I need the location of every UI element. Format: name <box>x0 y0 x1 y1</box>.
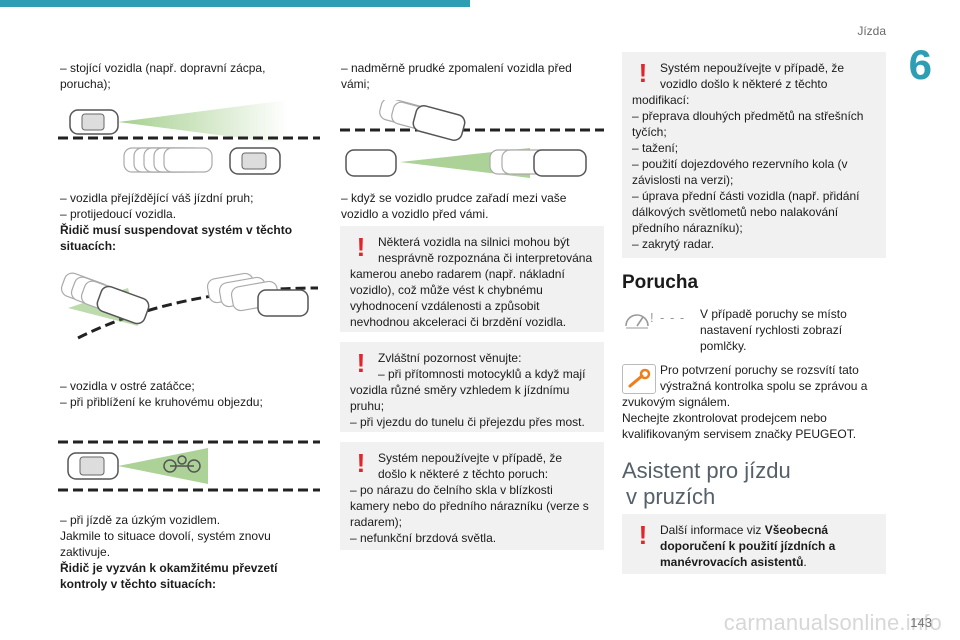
middle-text-2: – když se vozidlo prudce zařadí mezi vaš… <box>341 191 567 221</box>
warning-icon: ! <box>638 58 648 88</box>
warning-note-misinterpretation: ! Některá vozidla na silnici mohou být n… <box>340 226 604 332</box>
section-heading-poruch: Porucha <box>622 272 699 293</box>
warning-icon: ! <box>638 520 648 550</box>
left-text-2: – vozidla přejíždějící váš jízdní pruh; … <box>60 191 293 253</box>
wrench-icon <box>622 364 656 394</box>
page-header-title: Jízda <box>857 24 886 38</box>
warning-note-faults: ! Systém nepoužívejte v případě, že došl… <box>340 442 604 550</box>
figure-stationary-vehicles <box>58 100 320 175</box>
figure-narrow-vehicle <box>58 440 320 492</box>
figure-sudden-braking <box>340 100 604 178</box>
warning-note-attention: ! Zvláštní pozornost věnujte: – při přít… <box>340 342 604 432</box>
speedometer-fault-icon: ! - - - <box>622 308 688 332</box>
warning-icon: ! <box>356 448 366 478</box>
info-note-general-recommendations: ! Další informace viz Všeobecná doporuče… <box>622 514 886 574</box>
poruch-text-1: V případě poruchy se místo nastavení ryc… <box>700 307 847 353</box>
warning-note-modifications: ! Systém nepoužívejte v případě, že vozi… <box>622 52 886 258</box>
page-number: 143 <box>910 615 932 630</box>
watermark-text: carmanualsonline.info <box>723 610 942 635</box>
chapter-number: 6 <box>908 41 932 88</box>
warning-icon: ! <box>356 348 366 378</box>
section-heading-asistent: Asistent pro jízdu v pruzích <box>622 458 791 509</box>
top-accent-bar <box>0 0 470 7</box>
poruch-text-2: Pro potvrzení poruchy se rozsvítí tato v… <box>622 363 868 441</box>
left-text-3: – vozidla v ostré zatáčce; – při přiblíž… <box>60 379 263 409</box>
left-text-1: – stojící vozidla (např. dopravní zácpa,… <box>60 61 266 91</box>
warning-icon: ! <box>356 232 366 262</box>
figure-sharp-curve <box>60 272 319 340</box>
middle-text-1: – nadměrně prudké zpomalení vozidla před… <box>341 61 572 91</box>
car-icon <box>69 109 119 135</box>
left-text-4: – při jízdě za úzkým vozidlem. Jakmile t… <box>60 513 278 591</box>
motorcycle-icon <box>163 455 201 473</box>
